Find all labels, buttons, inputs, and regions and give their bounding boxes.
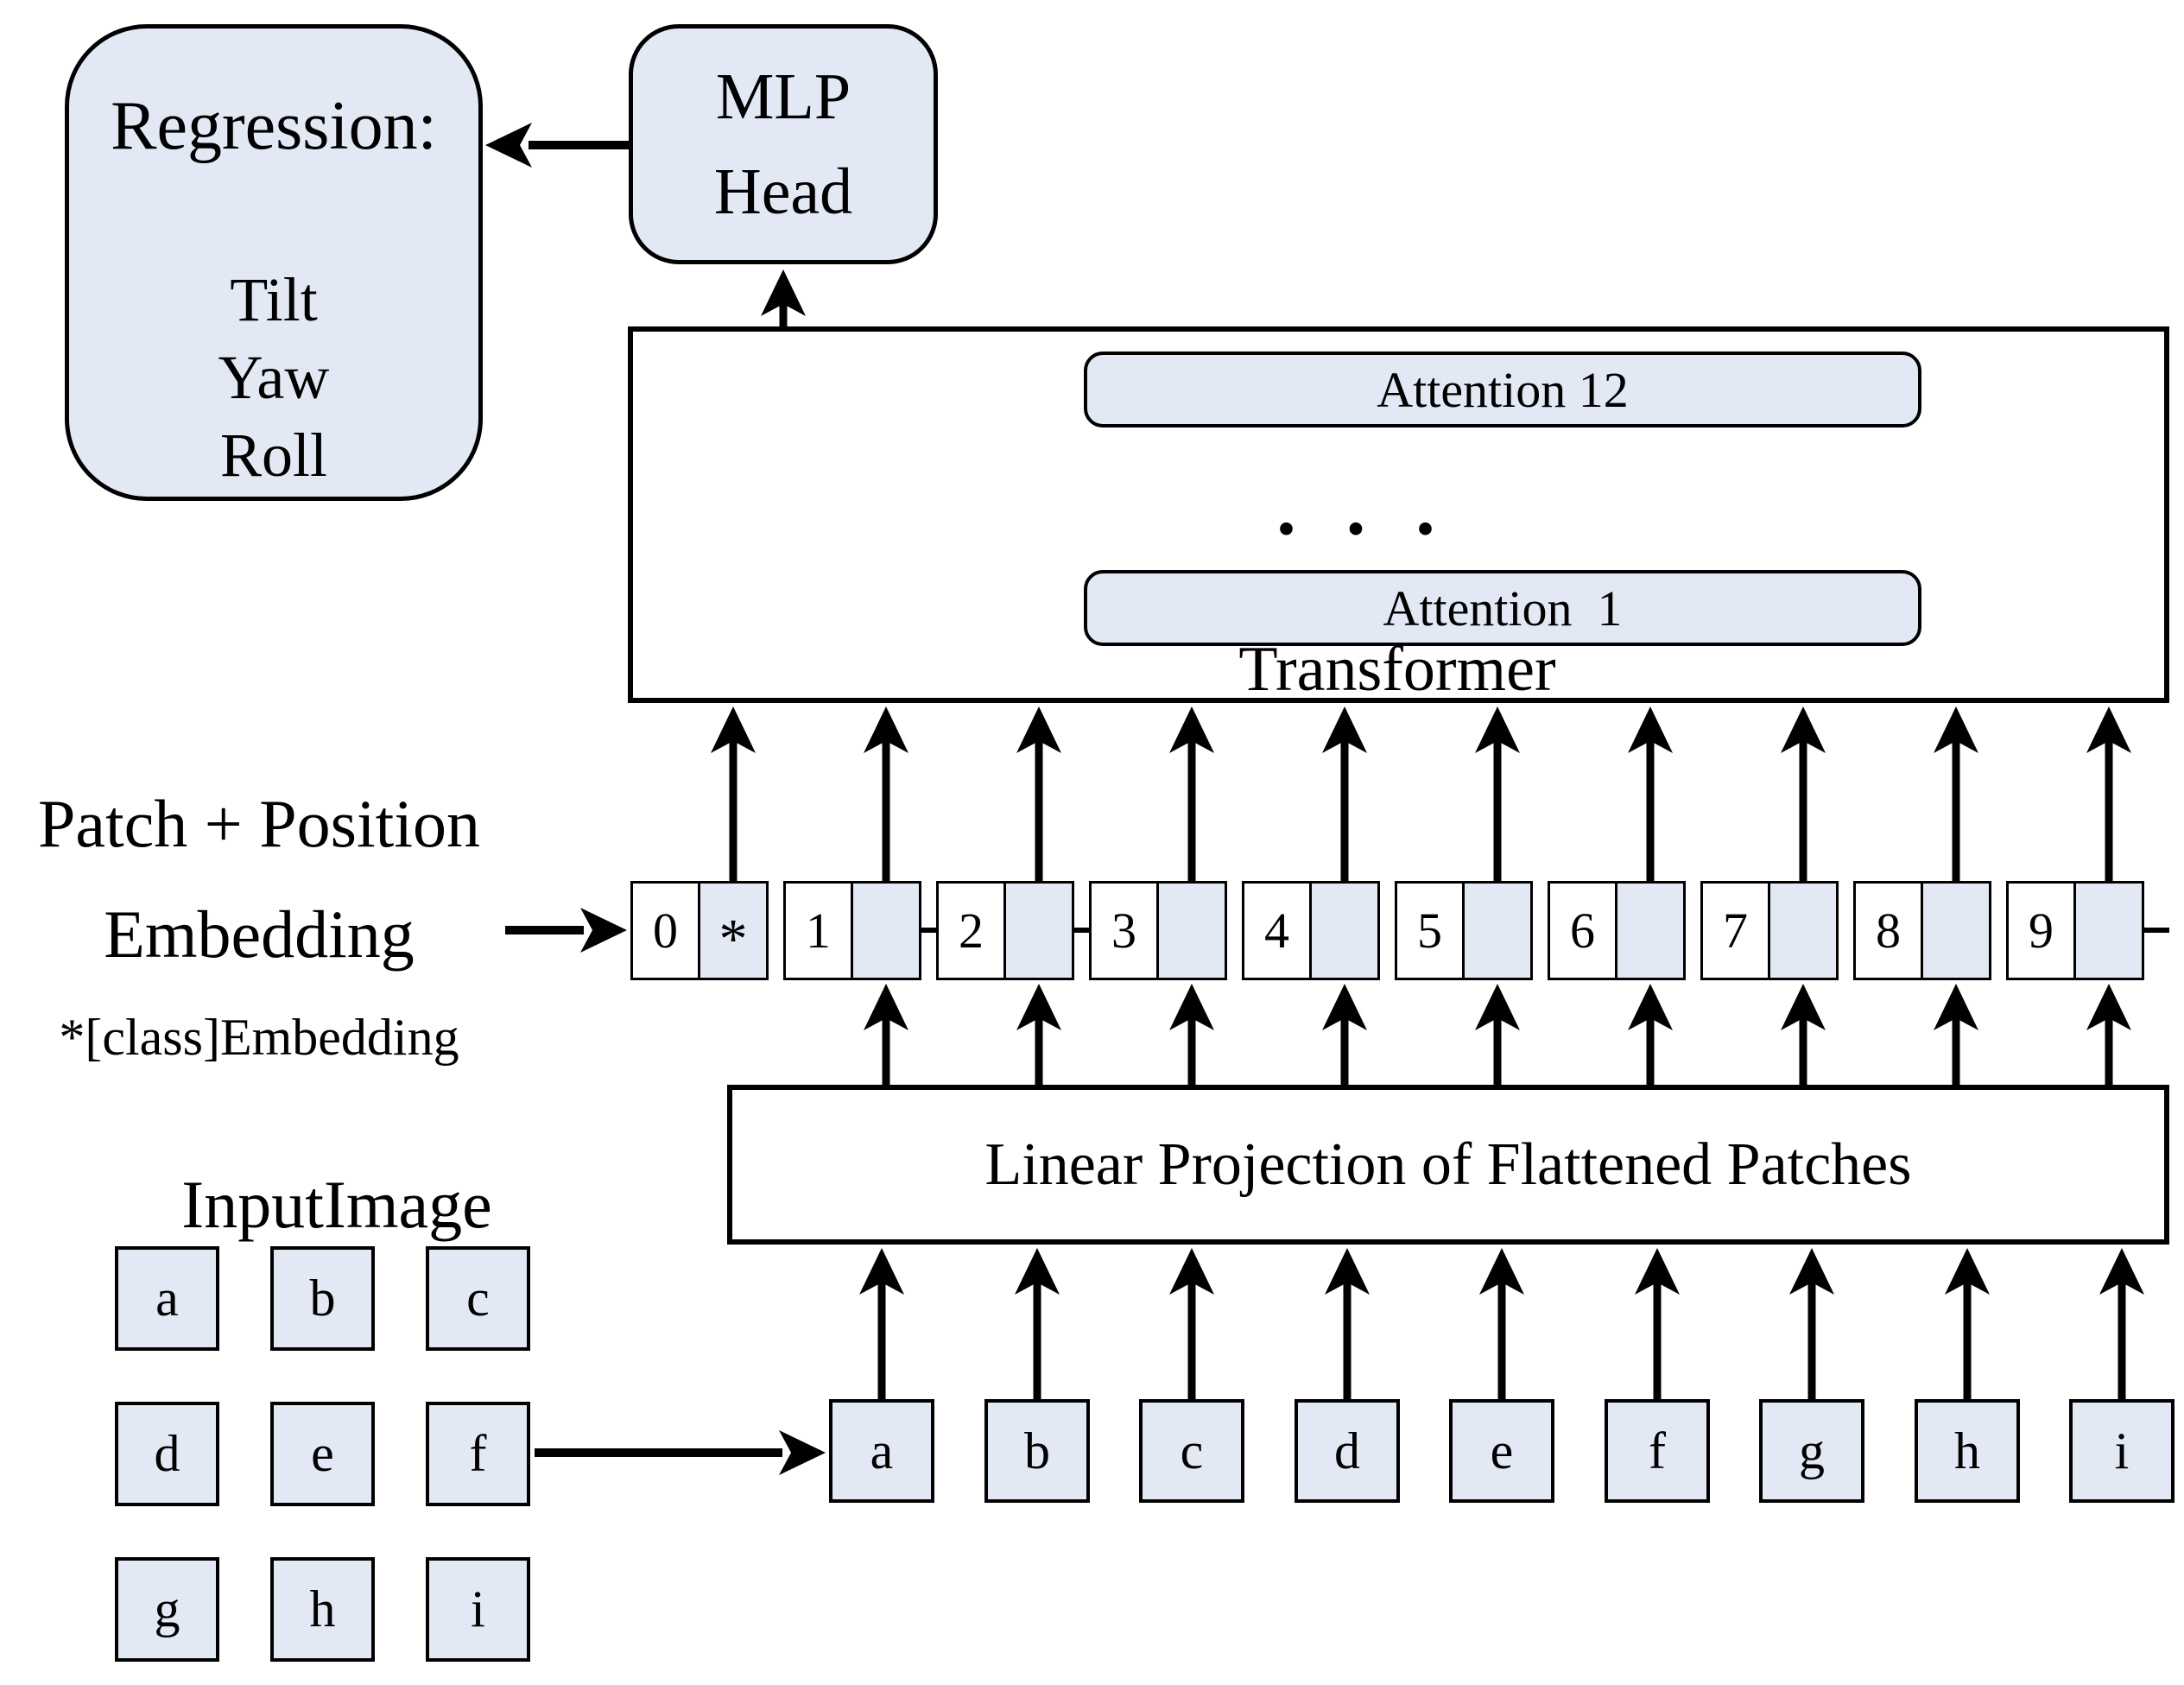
arrow-token-1-to-transformer-head-icon [864, 706, 908, 753]
input-patch-f: f [426, 1402, 530, 1506]
embedding-token-3: 3 [1089, 881, 1227, 980]
arrow-transformer-to-mlp-head-icon [761, 269, 806, 316]
flattened-patch-b: b [984, 1399, 1090, 1503]
class-token-mark: * [719, 907, 748, 971]
arrow-token-0-to-transformer-head-icon [711, 706, 756, 753]
token-1-embedding-cell [853, 884, 919, 978]
arrow-patch-b-to-projection-head-icon [1015, 1248, 1060, 1295]
embedding-token-2: 2 [936, 881, 1074, 980]
token-9-position-cell: 9 [2009, 884, 2076, 978]
linear-projection-box: Linear Projection of Flattened Patches [727, 1085, 2169, 1245]
token-7-position-cell: 7 [1703, 884, 1770, 978]
arrow-token-5-to-transformer-head-icon [1475, 706, 1520, 753]
arrow-token-9-to-transformer-head-icon [2086, 706, 2131, 753]
mlp-head-box [629, 24, 938, 264]
regression-title: Regression: [111, 88, 437, 164]
attention-layer-12-box: Attention 12 [1084, 352, 1921, 428]
flattened-patch-d: d [1295, 1399, 1400, 1503]
token-0-embedding-cell: * [700, 884, 766, 978]
arrow-mlp-to-regression-head-icon [485, 123, 532, 168]
input-patch-c: c [426, 1246, 530, 1351]
class-embedding-note: *[class]Embedding [59, 1009, 459, 1066]
transformer-label: Transformer [1238, 634, 1556, 705]
regression-outputs: Tilt Yaw Roll [218, 265, 330, 490]
input-image-label: InputImage [181, 1167, 492, 1242]
arrow-patch-f-to-projection-head-icon [1635, 1248, 1680, 1295]
token-3-position-cell: 3 [1092, 884, 1159, 978]
arrow-patch-c-to-projection-head-icon [1169, 1248, 1214, 1295]
token-2-position-cell: 2 [939, 884, 1006, 978]
token-6-embedding-cell [1617, 884, 1683, 978]
token-7-embedding-cell [1770, 884, 1836, 978]
input-patch-i: i [426, 1557, 530, 1662]
token-4-position-cell: 4 [1244, 884, 1312, 978]
attention-layer-1-box: Attention 1 [1084, 570, 1921, 646]
arrow-token-6-to-transformer-head-icon [1628, 706, 1673, 753]
token-2-embedding-cell [1006, 884, 1072, 978]
arrow-patch-h-to-projection-head-icon [1945, 1248, 1990, 1295]
input-patch-d: d [115, 1402, 219, 1506]
embedding-token-1: 1 [783, 881, 921, 980]
embedding-token-7: 7 [1700, 881, 1839, 980]
embedding-token-0: 0* [630, 881, 769, 980]
flattened-patch-h: h [1915, 1399, 2020, 1503]
arrow-projection-to-token-8-head-icon [1934, 984, 1978, 1030]
arrow-token-7-to-transformer-head-icon [1781, 706, 1826, 753]
arrow-token-2-to-transformer-head-icon [1016, 706, 1061, 753]
arrow-projection-to-token-9-head-icon [2086, 984, 2131, 1030]
arrow-projection-to-token-2-head-icon [1016, 984, 1061, 1030]
arrow-patch-a-to-projection-head-icon [859, 1248, 904, 1295]
token-5-embedding-cell [1465, 884, 1530, 978]
token-8-position-cell: 8 [1856, 884, 1923, 978]
patch-position-label-line1: Patch + Position [37, 786, 481, 861]
arrow-projection-to-token-7-head-icon [1781, 984, 1826, 1030]
input-patch-e: e [270, 1402, 375, 1506]
arrow-token-4-to-transformer-head-icon [1322, 706, 1367, 753]
input-patch-a: a [115, 1246, 219, 1351]
attention-layers-ellipsis: · · · [1273, 486, 1451, 572]
arrow-projection-to-token-6-head-icon [1628, 984, 1673, 1030]
embedding-token-4: 4 [1242, 881, 1380, 980]
embedding-token-8: 8 [1853, 881, 1991, 980]
arrow-token-8-to-transformer-head-icon [1934, 706, 1978, 753]
token-9-embedding-cell [2076, 884, 2142, 978]
mlp-head-line1: MLP [715, 60, 851, 133]
arrow-patch-e-to-projection-head-icon [1479, 1248, 1524, 1295]
token-8-embedding-cell [1923, 884, 1989, 978]
arrow-embedding-label-to-tokens-head-icon [580, 908, 627, 953]
token-0-position-cell: 0 [633, 884, 700, 978]
embedding-token-9: 9 [2006, 881, 2144, 980]
flattened-patch-a: a [829, 1399, 934, 1503]
embedding-token-6: 6 [1548, 881, 1686, 980]
token-4-embedding-cell [1312, 884, 1377, 978]
mlp-head-label: MLP Head [629, 24, 938, 264]
arrow-projection-to-token-3-head-icon [1169, 984, 1214, 1030]
arrow-patch-d-to-projection-head-icon [1325, 1248, 1370, 1295]
regression-box [65, 24, 483, 501]
input-patch-g: g [115, 1557, 219, 1662]
arrow-patch-i-to-projection-head-icon [2099, 1248, 2144, 1295]
arrow-input-f-to-flattened-a-head-icon [779, 1430, 826, 1475]
flattened-patch-i: i [2069, 1399, 2175, 1503]
flattened-patch-c: c [1139, 1399, 1244, 1503]
input-patch-b: b [270, 1246, 375, 1351]
token-6-position-cell: 6 [1550, 884, 1617, 978]
flattened-patch-e: e [1449, 1399, 1554, 1503]
token-5-position-cell: 5 [1397, 884, 1465, 978]
arrow-patch-g-to-projection-head-icon [1789, 1248, 1834, 1295]
arrow-projection-to-token-4-head-icon [1322, 984, 1367, 1030]
flattened-patch-f: f [1605, 1399, 1710, 1503]
input-patch-h: h [270, 1557, 375, 1662]
arrow-projection-to-token-1-head-icon [864, 984, 908, 1030]
mlp-head-line2: Head [713, 155, 853, 228]
token-3-embedding-cell [1159, 884, 1225, 978]
embedding-token-5: 5 [1395, 881, 1533, 980]
arrow-projection-to-token-5-head-icon [1475, 984, 1520, 1030]
arrow-token-3-to-transformer-head-icon [1169, 706, 1214, 753]
flattened-patch-g: g [1759, 1399, 1864, 1503]
token-1-position-cell: 1 [786, 884, 853, 978]
patch-position-label-line2: Embedding [104, 896, 415, 972]
